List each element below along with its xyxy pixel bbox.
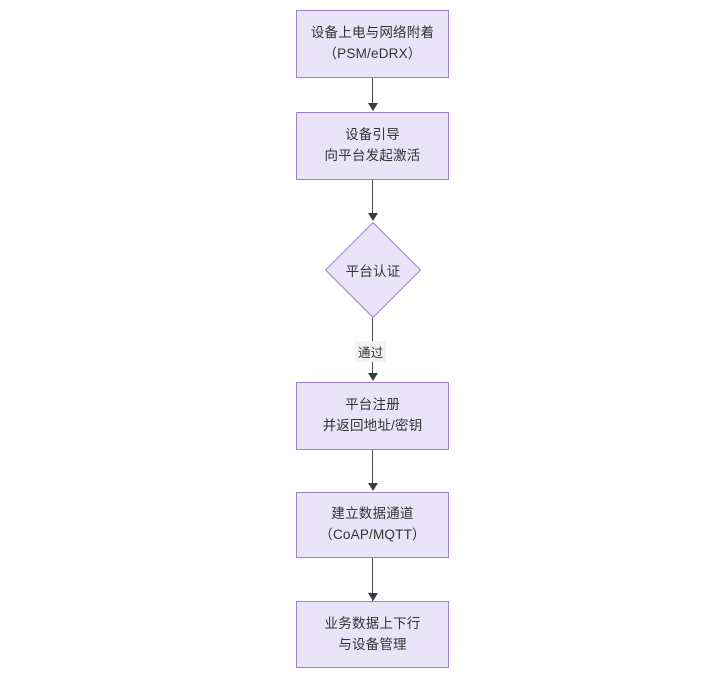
node-text-line: （CoAP/MQTT） — [319, 527, 426, 542]
arrowhead-n4-n5 — [367, 483, 378, 491]
node-text-line: 向平台发起激活 — [324, 148, 421, 163]
node-text-line: 业务数据上下行 — [324, 615, 421, 631]
flow-node-business-data[interactable]: 业务数据上下行 与设备管理 — [296, 601, 449, 668]
connector-n5-n6 — [372, 558, 374, 601]
flow-node-platform-register[interactable]: 平台注册 并返回地址/密钥 — [296, 382, 449, 450]
flow-node-platform-auth[interactable]: 平台认证 — [324, 221, 422, 319]
node-text-line: 平台认证 — [345, 264, 401, 279]
connector-n1-n2 — [372, 78, 374, 104]
node-text-line: 建立数据通道 — [331, 506, 414, 522]
connector-n2-n3 — [372, 180, 374, 214]
node-text-line: 与设备管理 — [338, 636, 407, 652]
node-text-line: 设备上电与网络附着 — [310, 25, 435, 41]
flow-node-device-bootstrap[interactable]: 设备引导 向平台发起激活 — [296, 112, 449, 180]
arrowhead-n5-n6 — [367, 593, 378, 601]
node-text-line: 设备引导 — [345, 127, 400, 143]
edge-label-pass: 通过 — [355, 341, 387, 362]
node-text-line: 并返回地址/密钥 — [322, 418, 423, 433]
arrowhead-n3-n4 — [367, 373, 378, 381]
node-text-line: （PSM/eDRX） — [323, 46, 422, 61]
connector-n4-n5 — [372, 450, 374, 484]
arrowhead-n1-n2 — [367, 103, 378, 111]
flow-node-data-channel[interactable]: 建立数据通道 （CoAP/MQTT） — [296, 492, 449, 558]
node-text-line: 平台注册 — [345, 397, 400, 413]
arrowhead-n2-n3 — [367, 213, 378, 221]
flow-node-power-on[interactable]: 设备上电与网络附着 （PSM/eDRX） — [296, 10, 449, 78]
